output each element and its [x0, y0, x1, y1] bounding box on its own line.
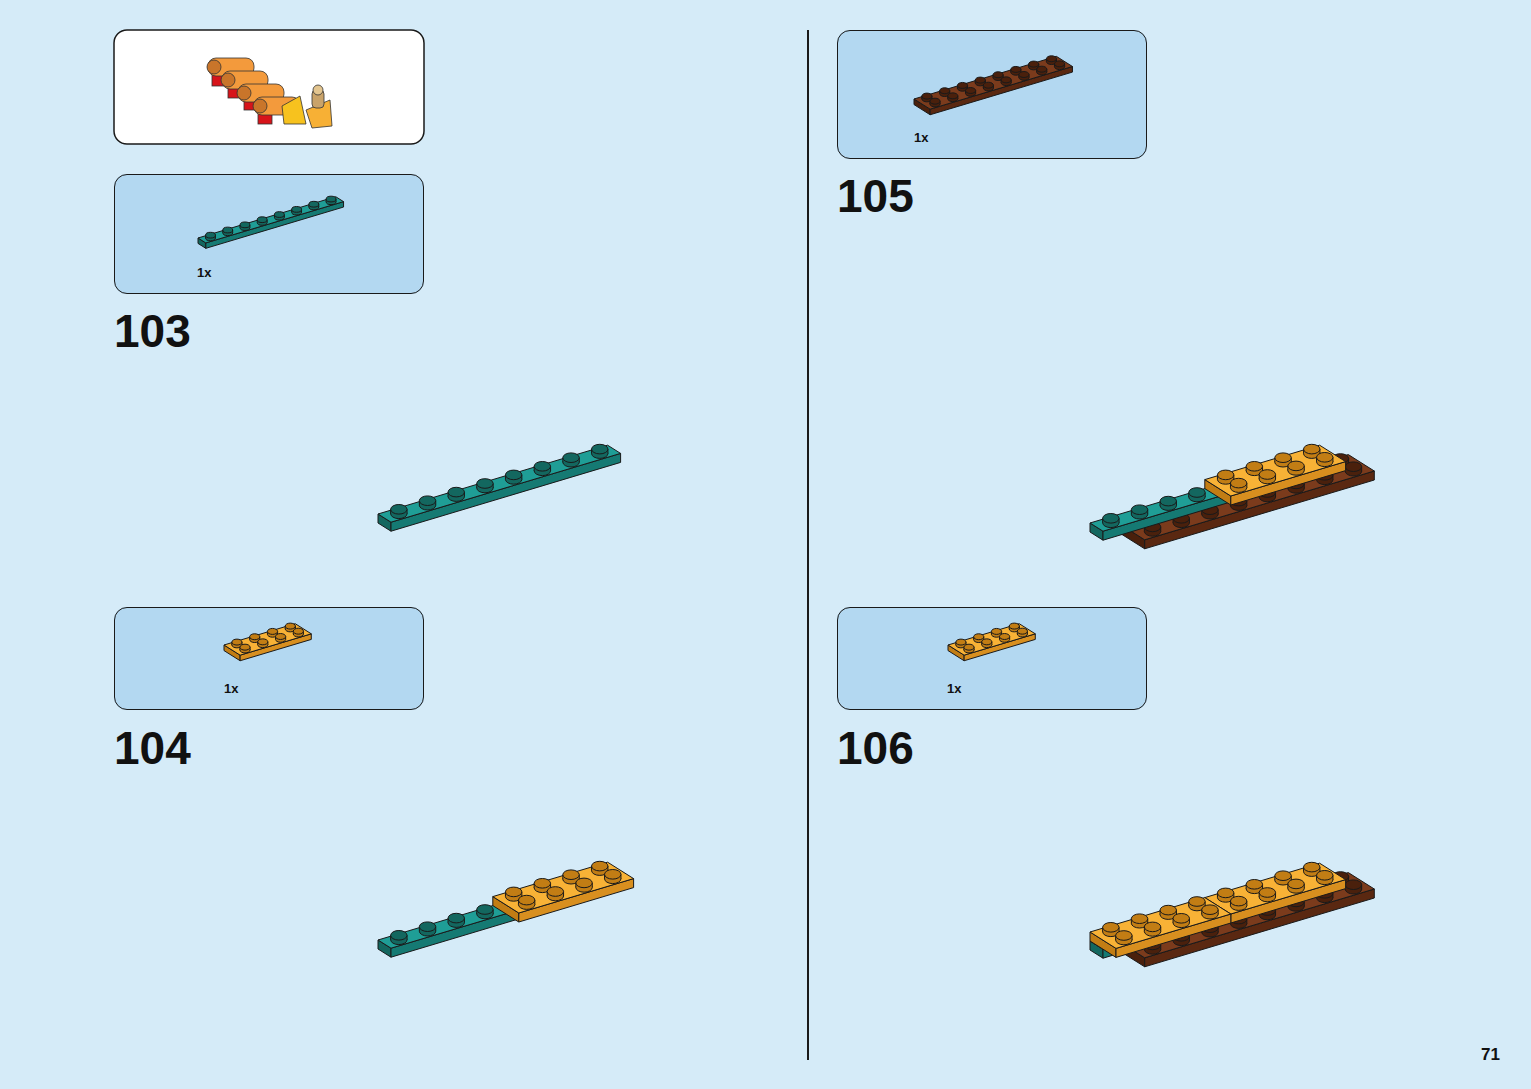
callout-fill	[114, 174, 424, 294]
stud	[1230, 896, 1246, 910]
part-quantity: 1x	[197, 266, 211, 279]
stud	[419, 922, 435, 936]
step-number: 103	[114, 308, 191, 354]
stud	[1116, 931, 1132, 945]
stud	[518, 895, 534, 909]
brick-assembly	[224, 623, 311, 661]
stud	[1001, 77, 1011, 86]
step-number: 104	[114, 725, 191, 771]
step-number: 105	[837, 173, 914, 219]
stud	[1019, 72, 1029, 81]
callout-fill	[837, 607, 1147, 710]
stud	[1037, 66, 1047, 75]
column-divider	[807, 30, 809, 1060]
stud	[258, 639, 268, 648]
stud	[1144, 922, 1160, 936]
stud	[547, 887, 563, 901]
stud	[309, 201, 319, 209]
stud	[1288, 461, 1304, 475]
brick-assembly	[378, 444, 621, 531]
stud	[477, 905, 493, 919]
parts-callout: 1x	[837, 607, 1147, 710]
stud	[1131, 505, 1147, 519]
stud	[1202, 905, 1218, 919]
stud	[534, 462, 550, 476]
parts-callout: 1x	[837, 30, 1147, 159]
stud	[1230, 478, 1246, 492]
lego-plate	[1090, 871, 1333, 958]
lego-plate	[914, 56, 1072, 115]
page-number: 71	[1481, 1046, 1500, 1063]
stud	[448, 487, 464, 501]
stud	[948, 93, 958, 102]
brick-assembly	[948, 623, 1035, 661]
stud	[1288, 879, 1304, 893]
lego-plate	[224, 623, 311, 661]
parts-callout: 1x	[114, 607, 424, 710]
stud	[240, 644, 250, 653]
callout-fill	[114, 607, 424, 710]
lego-plate	[198, 196, 344, 248]
stud	[1345, 462, 1361, 476]
stud	[1259, 888, 1275, 902]
stud	[605, 870, 621, 884]
lego-plate	[1090, 453, 1333, 540]
stud	[223, 227, 233, 235]
stud	[1017, 628, 1027, 637]
stud	[477, 479, 493, 493]
stud	[257, 217, 267, 225]
stud	[592, 444, 608, 458]
stud	[999, 634, 1009, 643]
step-number: 106	[837, 725, 914, 771]
stud	[1160, 496, 1176, 510]
stud	[505, 470, 521, 484]
subassembly-thumbnail	[207, 58, 332, 128]
stud	[275, 634, 285, 643]
stud	[419, 496, 435, 510]
brick-assembly	[378, 861, 634, 957]
stud	[206, 232, 216, 240]
lego-plate	[378, 870, 621, 957]
stud	[292, 207, 302, 215]
stud	[1054, 61, 1064, 70]
subassembly-box	[114, 30, 424, 144]
lego-plate	[1090, 897, 1231, 958]
stud	[1345, 880, 1361, 894]
stud	[964, 644, 974, 653]
stud	[240, 222, 250, 230]
stud	[293, 628, 303, 637]
brick-assembly	[1090, 862, 1374, 967]
stud	[1103, 514, 1119, 528]
stud	[1317, 871, 1333, 885]
stud	[391, 505, 407, 519]
parts-callout: 1x	[114, 174, 424, 294]
brick-assembly	[1090, 444, 1374, 548]
stud	[1173, 914, 1189, 928]
stud	[983, 82, 993, 91]
stud	[391, 931, 407, 945]
part-quantity: 1x	[947, 682, 961, 695]
lego-plate	[1119, 454, 1375, 549]
stud	[576, 878, 592, 892]
stud	[965, 88, 975, 97]
brick-assembly	[198, 196, 344, 248]
stud	[1189, 488, 1205, 502]
lego-plate	[948, 623, 1035, 661]
callout-fill	[837, 30, 1147, 159]
part-quantity: 1x	[224, 682, 238, 695]
stud	[930, 98, 940, 107]
lego-plate	[493, 861, 634, 922]
lego-plate	[378, 444, 621, 531]
stud	[563, 453, 579, 467]
stud	[448, 913, 464, 927]
brick-assembly	[914, 56, 1072, 115]
stud	[274, 212, 284, 220]
stud	[982, 639, 992, 648]
part-quantity: 1x	[914, 131, 928, 144]
stud	[1317, 453, 1333, 467]
lego-plate	[1205, 444, 1346, 505]
stud	[1259, 470, 1275, 484]
stud	[326, 196, 336, 204]
